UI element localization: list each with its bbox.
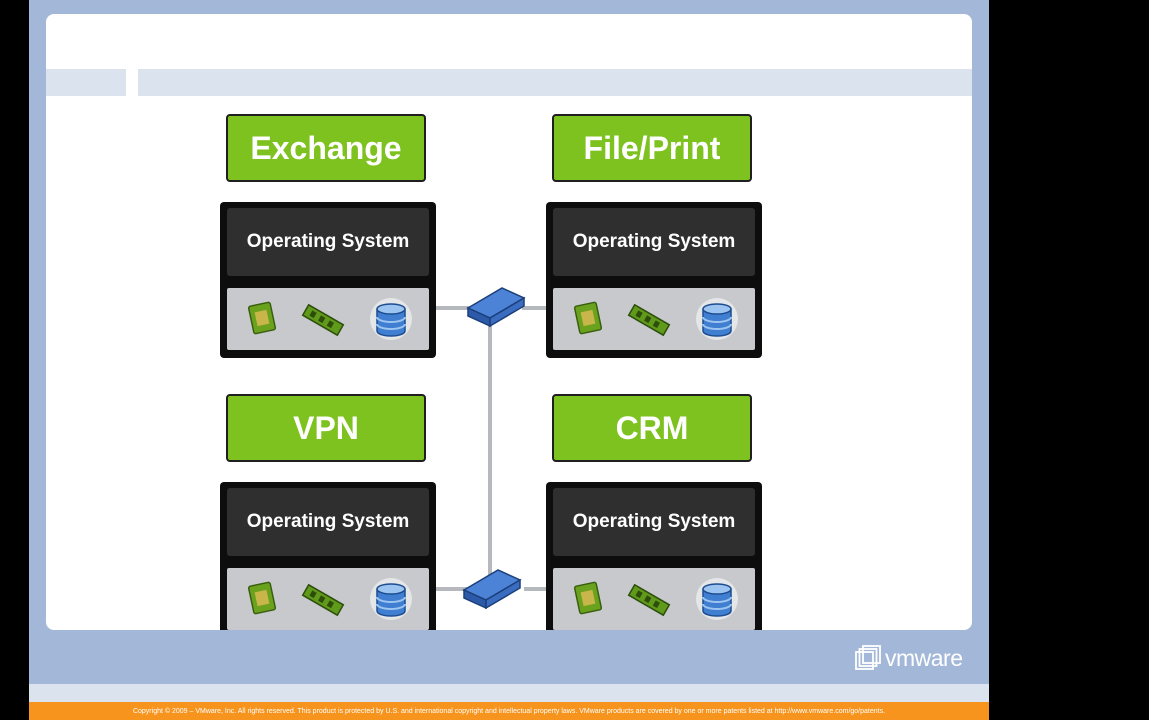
disk-icon (696, 298, 738, 340)
content-card: Exchange Operating System (46, 14, 972, 630)
cpu-icon (247, 301, 277, 335)
disk-icon (370, 578, 412, 620)
vmware-logo: vmware (855, 644, 970, 672)
memory-icon (627, 583, 671, 617)
memory-icon (301, 583, 345, 617)
footer-band (29, 684, 989, 702)
hardware-panel (553, 568, 755, 630)
header-band-right (138, 69, 972, 96)
memory-icon (627, 303, 671, 337)
cpu-icon (573, 301, 603, 335)
hardware-panel (227, 288, 429, 350)
header-band-left (46, 69, 126, 96)
cpu-icon (573, 581, 603, 615)
os-label: Operating System (553, 488, 755, 556)
cpu-icon (247, 581, 277, 615)
os-label: Operating System (227, 488, 429, 556)
vm-exchange: Operating System (220, 202, 436, 358)
copyright-text: Copyright © 2009 – VMware, Inc. All righ… (132, 707, 886, 715)
app-label-file-print: File/Print (552, 114, 752, 182)
slide: Exchange Operating System (29, 0, 989, 720)
network-switch-icon (462, 569, 522, 610)
app-label-exchange: Exchange (226, 114, 426, 182)
vm-file-print: Operating System (546, 202, 762, 358)
app-label-crm: CRM (552, 394, 752, 462)
os-label: Operating System (227, 208, 429, 276)
network-diagram: Exchange Operating System (206, 102, 780, 630)
disk-icon (370, 298, 412, 340)
memory-icon (301, 303, 345, 337)
network-connectors (436, 287, 546, 610)
disk-icon (696, 578, 738, 620)
hardware-panel (227, 568, 429, 630)
vmware-logo-icon (855, 645, 881, 670)
app-label-vpn: VPN (226, 394, 426, 462)
network-switch-icon (466, 287, 526, 328)
os-label: Operating System (553, 208, 755, 276)
vmware-logo-text: vmware (885, 644, 963, 671)
hardware-panel (553, 288, 755, 350)
vm-crm: Operating System (546, 482, 762, 630)
copyright-bar: Copyright © 2009 – VMware, Inc. All righ… (29, 702, 989, 720)
vm-vpn: Operating System (220, 482, 436, 630)
